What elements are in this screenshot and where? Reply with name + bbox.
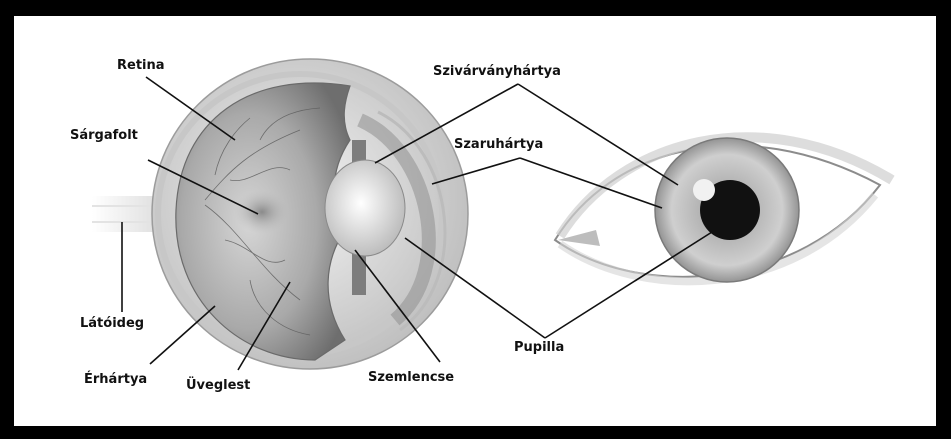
label-latoideg: Látóideg — [80, 316, 144, 332]
label-szemlencse: Szemlencse — [368, 370, 454, 386]
lens — [325, 160, 405, 256]
label-szivarvanyhartya: Szivárványhártya — [433, 64, 561, 80]
macula-spot — [234, 190, 290, 234]
label-sargafolt: Sárgafolt — [70, 128, 138, 144]
highlight — [693, 179, 715, 201]
label-retina: Retina — [117, 58, 165, 74]
label-szaruhartya: Szaruhártya — [454, 137, 543, 153]
eyeball-cross-section — [152, 59, 468, 369]
label-pupilla: Pupilla — [514, 340, 564, 356]
label-uveglest: Üveglest — [186, 378, 250, 394]
external-eye — [555, 137, 892, 282]
label-erhartya: Érhártya — [84, 372, 147, 388]
